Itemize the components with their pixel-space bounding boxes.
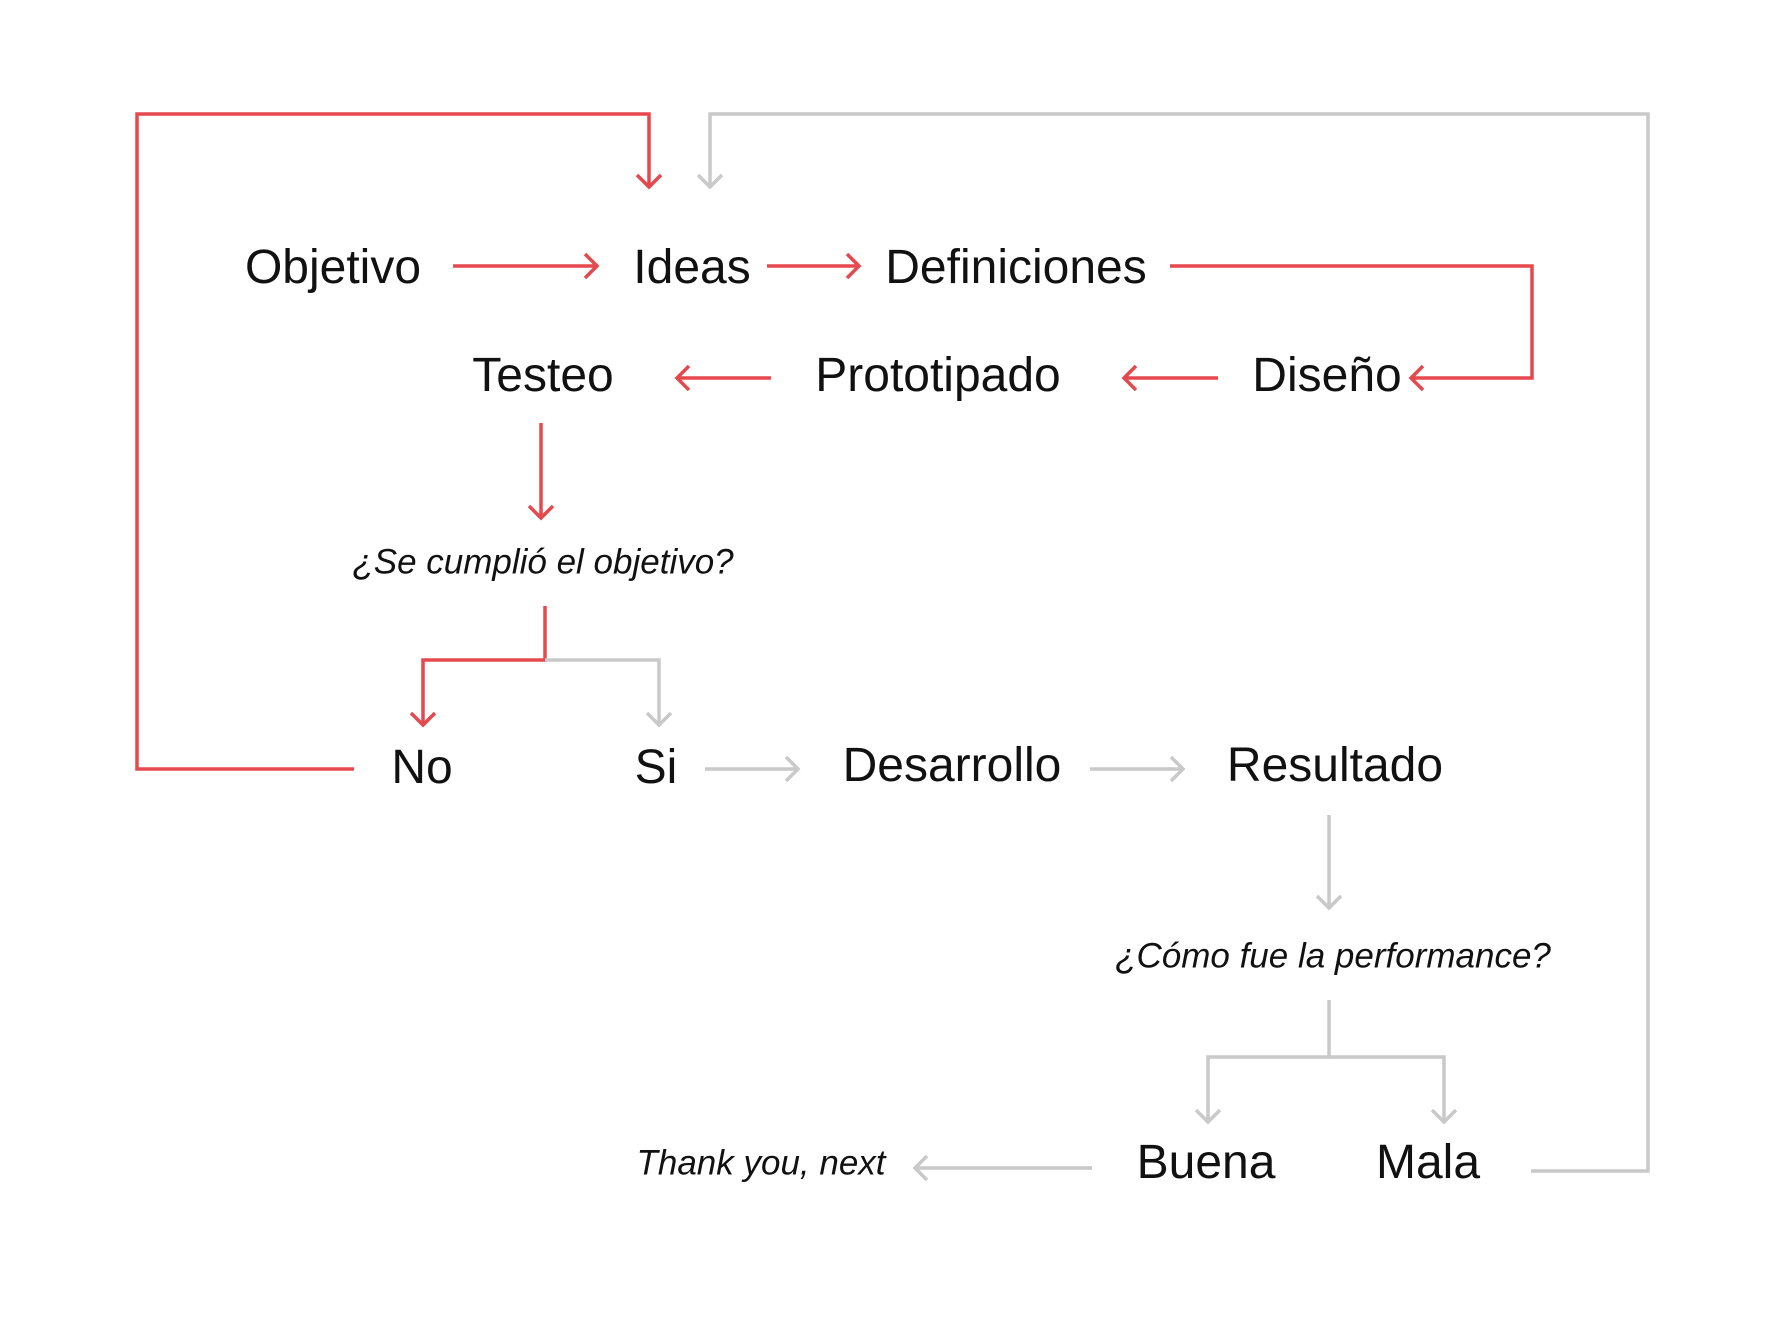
- arrow-prototipado-testeo: [674, 364, 771, 392]
- question-performance: ¿Cómo fue la performance?: [1115, 936, 1551, 976]
- node-desarrollo: Desarrollo: [842, 739, 1062, 792]
- node-prototipado: Prototipado: [815, 349, 1061, 402]
- arrow-si-desarrollo: [705, 755, 801, 783]
- node-si: Si: [634, 741, 678, 794]
- node-objetivo: Objetivo: [244, 241, 422, 294]
- arrow-definiciones-diseno: [1170, 264, 1534, 392]
- node-resultado: Resultado: [1226, 739, 1444, 792]
- arrow-no-ideas-loop: [135, 112, 663, 771]
- question-objetivo: ¿Se cumplió el objetivo?: [352, 542, 734, 582]
- arrow-buena-thankyou: [912, 1154, 1092, 1182]
- arrow-question-si: [545, 658, 673, 728]
- arrow-question-no: [409, 606, 547, 728]
- arrow-desarrollo-resultado: [1090, 755, 1186, 783]
- arrow-question-mala: [1329, 1055, 1458, 1125]
- arrow-diseno-prototipado: [1121, 364, 1218, 392]
- arrow-objetivo-ideas: [453, 252, 600, 280]
- node-thank-you-next: Thank you, next: [636, 1143, 886, 1183]
- node-no: No: [391, 741, 453, 794]
- node-mala: Mala: [1375, 1136, 1481, 1189]
- node-buena: Buena: [1136, 1136, 1276, 1189]
- arrow-ideas-definiciones: [767, 252, 862, 280]
- arrow-resultado-question: [1315, 815, 1343, 911]
- arrow-mala-ideas-loop: [696, 112, 1650, 1173]
- node-testeo: Testeo: [472, 349, 614, 402]
- arrow-testeo-question: [527, 423, 555, 521]
- node-definiciones: Definiciones: [885, 241, 1147, 294]
- arrow-question-buena: [1194, 1000, 1331, 1125]
- node-ideas: Ideas: [633, 241, 751, 294]
- node-diseno: Diseño: [1252, 349, 1402, 402]
